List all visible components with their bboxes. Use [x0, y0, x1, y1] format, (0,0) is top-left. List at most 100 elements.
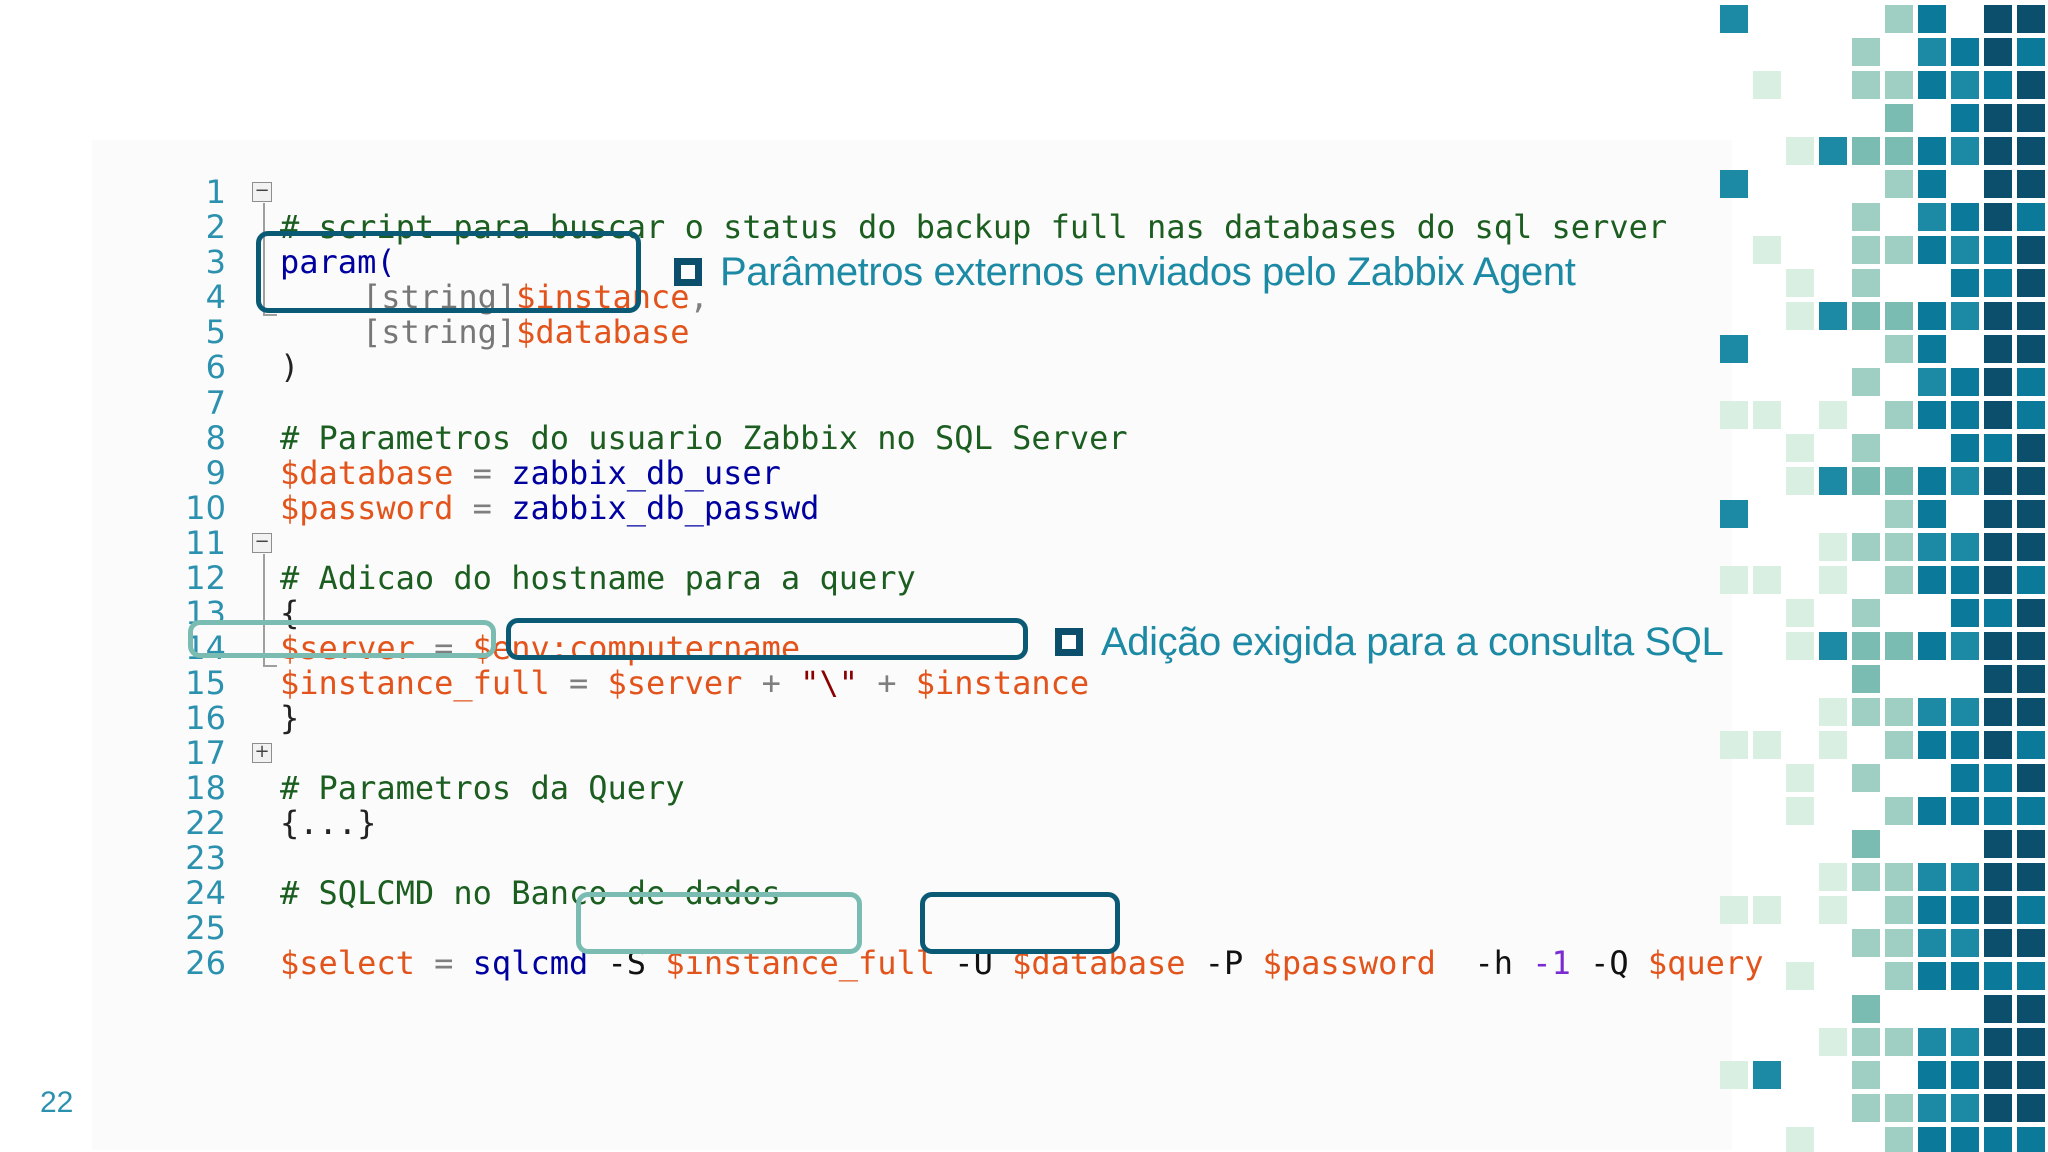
mosaic-tile — [1918, 797, 1946, 825]
select-variable: $select — [280, 944, 415, 982]
mosaic-tile — [1819, 731, 1847, 759]
mosaic-tile — [1819, 863, 1847, 891]
mosaic-tile — [1951, 269, 1979, 297]
mosaic-tile — [1984, 863, 2012, 891]
code-text-17: # Parametros da Query — [280, 771, 685, 806]
mosaic-tile — [2017, 203, 2045, 231]
mosaic-tile — [1984, 38, 2012, 66]
mosaic-tile — [1984, 236, 2012, 264]
mosaic-tile — [1885, 500, 1913, 528]
code-line-23: 23 # SQLCMD no Banco de dados — [92, 806, 1732, 911]
instance-reference: $instance — [915, 664, 1090, 702]
line-number-8: 8 — [205, 419, 226, 457]
header-value: -1 — [1532, 944, 1571, 982]
mosaic-tile — [1951, 302, 1979, 330]
code-text-18: {...} — [280, 806, 376, 841]
mosaic-tile — [1753, 401, 1781, 429]
mosaic-tile — [1984, 929, 2012, 957]
code-text-1: # script para buscar o status do backup … — [280, 210, 1667, 245]
mosaic-tile — [1951, 962, 1979, 990]
code-line-14: 14 $instance_full = $server + "\" + $ins… — [92, 596, 1732, 701]
mosaic-tile — [1984, 467, 2012, 495]
mosaic-tile — [2017, 302, 2045, 330]
database-password-value: zabbix_db_passwd — [511, 489, 820, 527]
mosaic-tile — [1786, 269, 1814, 297]
mosaic-tile — [1819, 302, 1847, 330]
line-number-22: 22 — [185, 804, 226, 842]
code-text-7: # Parametros do usuario Zabbix no SQL Se… — [280, 421, 1128, 456]
mosaic-tile — [1885, 929, 1913, 957]
password-flag: -P — [1185, 944, 1263, 982]
mosaic-tile — [1885, 467, 1913, 495]
mosaic-tile — [1984, 302, 2012, 330]
line-number-18: 18 — [185, 769, 226, 807]
mosaic-tile — [1951, 368, 1979, 396]
code-text-15: } — [280, 701, 299, 736]
mosaic-tile — [1786, 962, 1814, 990]
mosaic-tile — [1984, 137, 2012, 165]
mosaic-tile — [1852, 764, 1880, 792]
param-close: ) — [280, 348, 300, 386]
mosaic-tile — [1720, 731, 1748, 759]
mosaic-tile — [2017, 335, 2045, 363]
mosaic-tile — [1984, 764, 2012, 792]
mosaic-tile — [1753, 71, 1781, 99]
mosaic-tile — [1819, 137, 1847, 165]
mosaic-tile — [1819, 1028, 1847, 1056]
mosaic-tile — [1885, 896, 1913, 924]
code-screenshot: 1 # script para buscar o status do backu… — [92, 140, 1763, 1150]
mosaic-tile — [1918, 632, 1946, 660]
line-number-24: 24 — [185, 874, 226, 912]
mosaic-tile — [1885, 698, 1913, 726]
parameter-annotation: Parâmetros externos enviados pelo Zabbix… — [674, 250, 1576, 294]
mosaic-tile — [1951, 698, 1979, 726]
mosaic-tile — [1852, 1061, 1880, 1089]
mosaic-tile — [1951, 434, 1979, 462]
code-line-13: 13 $server = $env:computername — [92, 561, 1732, 666]
mosaic-tile — [1885, 335, 1913, 363]
mosaic-tile — [1852, 236, 1880, 264]
parameter-annotation-text: Parâmetros externos enviados pelo Zabbix… — [720, 250, 1576, 294]
mosaic-tile — [1918, 71, 1946, 99]
database-user-value: zabbix_db_user — [511, 454, 781, 492]
mosaic-tile — [1852, 863, 1880, 891]
code-line-12: 12 { — [92, 526, 1732, 631]
assignment: = — [549, 664, 608, 702]
mosaic-tile — [1819, 533, 1847, 561]
code-line-24: 24 — [92, 841, 1732, 911]
mosaic-tile — [1951, 632, 1979, 660]
query-flag: -Q — [1570, 944, 1648, 982]
line-number-9: 9 — [205, 454, 226, 492]
instance-addition-annotation: Adição exigida para a consulta SQL — [1055, 622, 1724, 662]
mosaic-tile — [1984, 434, 2012, 462]
mosaic-tile — [1852, 830, 1880, 858]
mosaic-tile — [1852, 632, 1880, 660]
mosaic-tile — [1819, 698, 1847, 726]
mosaic-tile — [1951, 401, 1979, 429]
line-number-23: 23 — [185, 839, 226, 877]
mosaic-tile — [1885, 104, 1913, 132]
line-number-6: 6 — [205, 348, 226, 386]
fold-plus-icon[interactable]: + — [252, 743, 272, 763]
mosaic-tile — [1951, 863, 1979, 891]
mosaic-tile — [1918, 203, 1946, 231]
mosaic-tile — [1951, 71, 1979, 99]
mosaic-tile — [1951, 797, 1979, 825]
mosaic-tile — [1951, 896, 1979, 924]
line-number-1: 1 — [205, 173, 226, 211]
mosaic-tile — [1984, 632, 2012, 660]
code-line-4: 4 [string]$database — [92, 245, 1732, 350]
string-type: [string] — [362, 313, 517, 351]
mosaic-tile — [1852, 1094, 1880, 1122]
mosaic-tile — [1984, 566, 2012, 594]
mosaic-tile — [2017, 698, 2045, 726]
fold-minus-icon[interactable]: − — [252, 533, 272, 553]
mosaic-tile — [2017, 995, 2045, 1023]
mosaic-tile — [1918, 962, 1946, 990]
mosaic-tile — [2017, 962, 2045, 990]
mosaic-tile — [2017, 797, 2045, 825]
fold-minus-icon[interactable]: − — [252, 182, 272, 202]
mosaic-tile — [1786, 764, 1814, 792]
mosaic-tile — [1984, 599, 2012, 627]
mosaic-tile — [2017, 566, 2045, 594]
